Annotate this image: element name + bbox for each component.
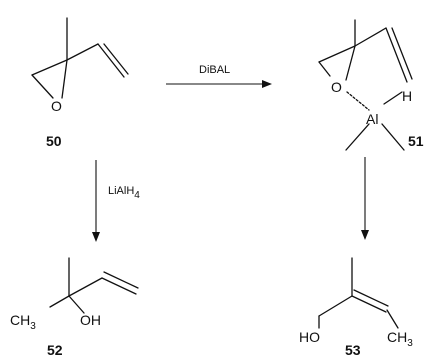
bond-50-c-o	[61, 59, 68, 99]
compound-label-52: 52	[47, 342, 63, 358]
compound-label-53: 53	[345, 342, 361, 358]
bond-53-double-b	[353, 289, 389, 307]
bond-51-al-h	[383, 91, 403, 105]
bond-51-vinyl-double-b	[391, 27, 413, 80]
reagent-dibal: DiBAL	[199, 64, 230, 76]
atom-oh-52: OH	[80, 312, 101, 328]
atom-ch3-52: CH3	[10, 312, 36, 332]
compound-label-50: 50	[46, 133, 62, 149]
bond-52-c-oh	[68, 295, 85, 314]
compound-52-structure	[49, 257, 139, 314]
atom-ho-53: HO	[299, 329, 320, 345]
atom-h-51: H	[402, 88, 412, 104]
bond-51-vinyl-double-a	[385, 27, 408, 83]
bond-50-vinyl-double-a	[97, 43, 125, 78]
bond-52-c-vinyl	[68, 277, 103, 297]
bond-53-ch-ch3	[386, 309, 399, 329]
bond-51-c-o	[345, 45, 356, 81]
arrow-51-53	[361, 157, 369, 240]
reagent-lialh4: LiAlH4	[108, 185, 140, 201]
atom-o-51: O	[331, 79, 342, 95]
atom-al-51: Al	[366, 111, 378, 127]
atom-o-50: O	[51, 98, 62, 114]
bond-52-vinyl-double-a	[101, 277, 137, 295]
bond-51-c-vinyl	[354, 27, 387, 47]
bond-53-double-a	[351, 295, 387, 313]
bond-51-al-right	[381, 123, 405, 151]
compound-label-51: 51	[408, 133, 424, 149]
bond-52-vinyl-double-b	[103, 271, 139, 289]
arrow-dibal-head	[262, 80, 272, 88]
bond-51-ch2-o	[318, 61, 331, 77]
bond-50-ch2-o	[31, 74, 54, 99]
atom-ch3-53: CH3	[387, 329, 413, 349]
compound-53-structure	[318, 257, 399, 329]
arrow-lialh4-head	[92, 232, 100, 242]
bond-51-al-left	[345, 123, 370, 151]
bond-50-c-ch2	[31, 59, 68, 76]
arrow-51-53-head	[361, 230, 369, 240]
bond-51-o-al-dashed	[346, 91, 370, 111]
arrow-lialh4	[92, 160, 100, 242]
arrow-dibal	[166, 80, 272, 88]
bond-50-c-vinyl	[66, 43, 99, 61]
compound-51-structure	[318, 19, 413, 151]
bond-53-c-ch2	[318, 295, 353, 317]
bond-52-c-ch3	[49, 295, 70, 308]
bond-51-c-ch2	[318, 45, 356, 63]
bond-50-vinyl-double-b	[103, 43, 129, 75]
compound-50-structure	[31, 17, 129, 99]
